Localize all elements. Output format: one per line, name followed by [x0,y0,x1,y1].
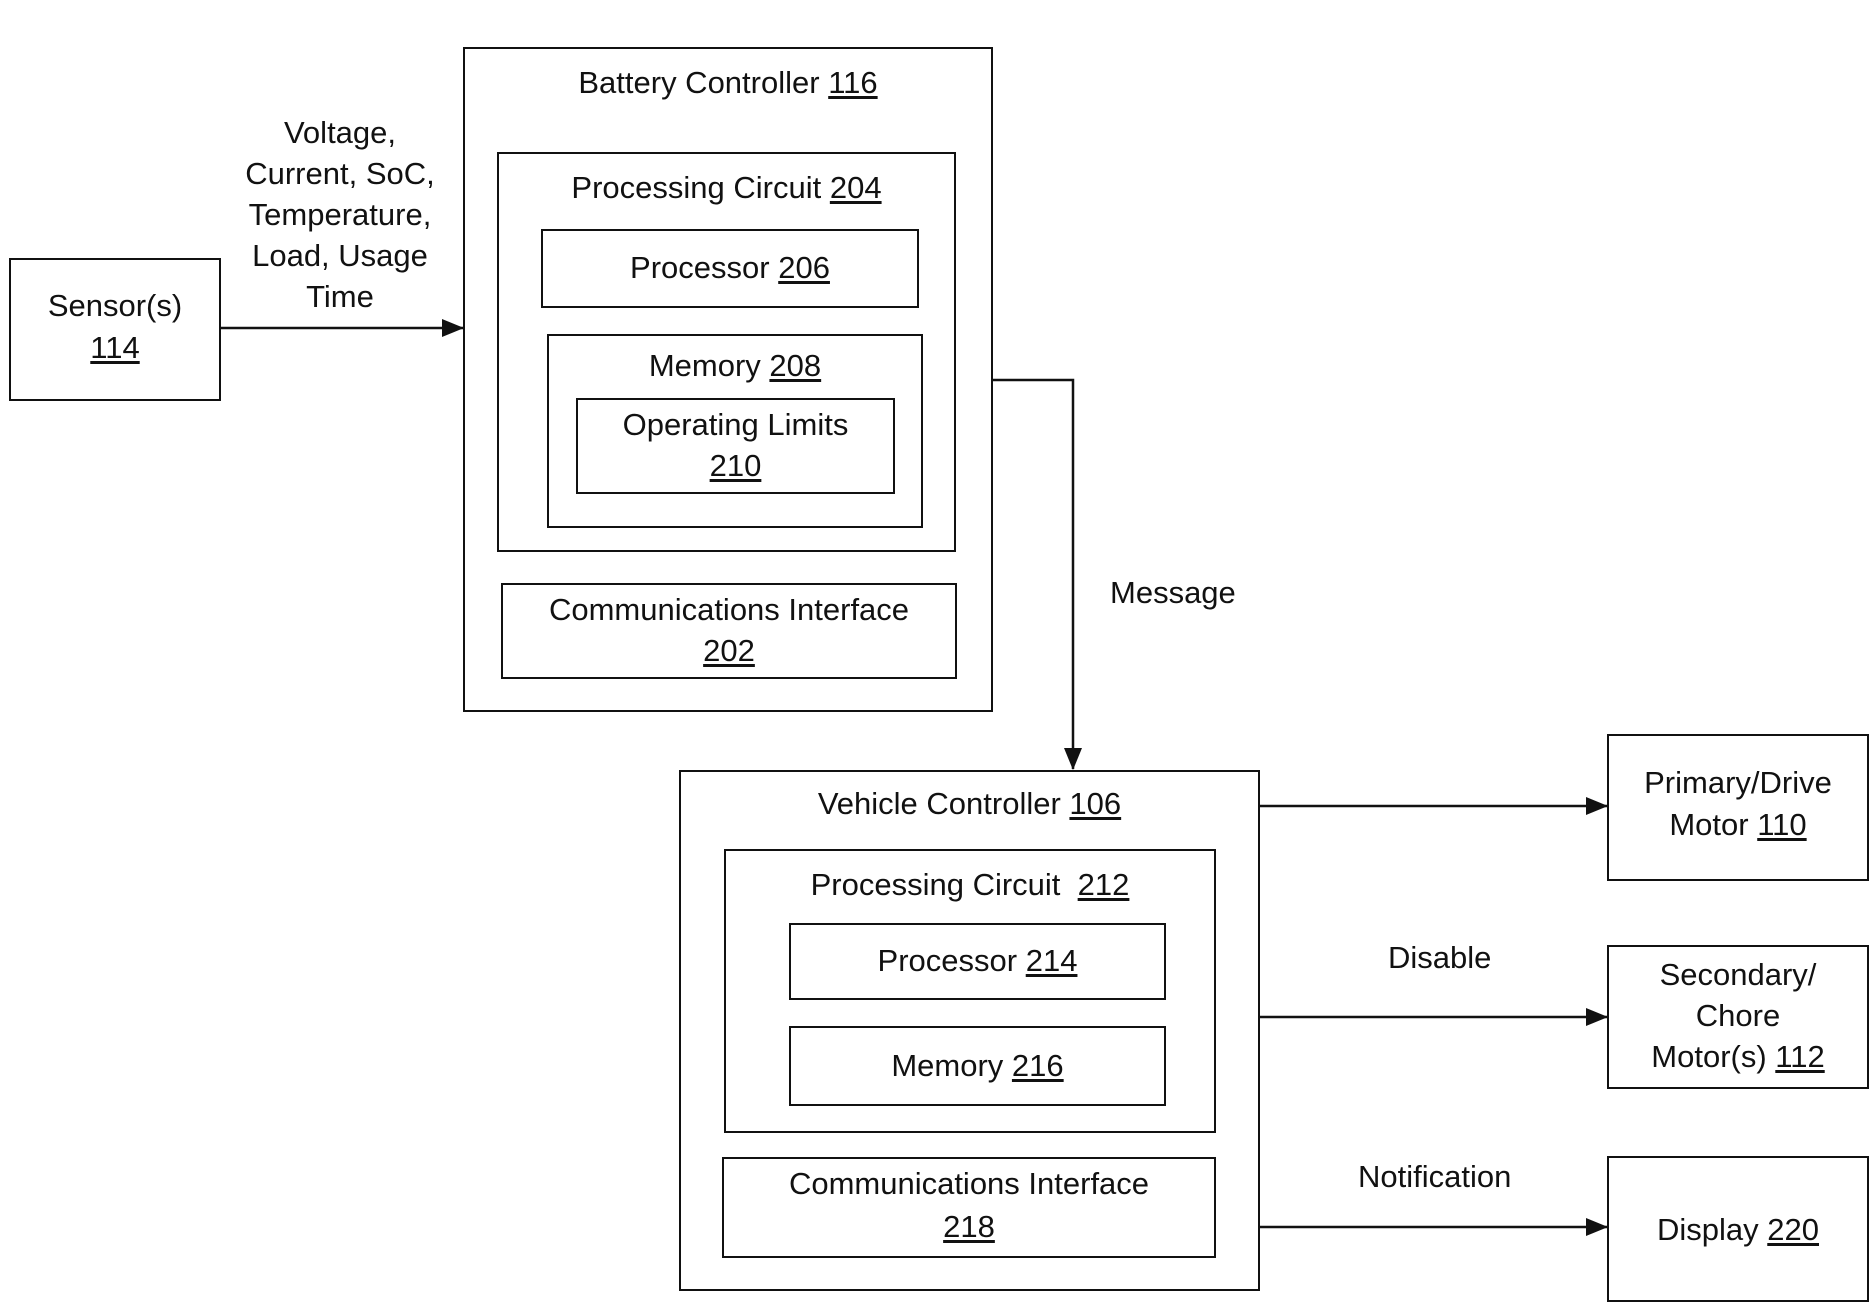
battery-comm-interface-title: Communications Interface [503,590,955,630]
primary-motor-box: Primary/Drive Motor 110 [1607,734,1869,881]
sensor-label: Sensor(s) [11,286,219,326]
vehicle-processor-box: Processor 214 [789,923,1166,1000]
vehicle-processing-circuit-title: Processing Circuit 212 [726,865,1214,905]
operating-limits-box: Operating Limits 210 [576,398,895,494]
disable-label: Disable [1388,938,1491,978]
secondary-motor-label-line1: Secondary/ [1609,955,1867,995]
display-box: Display 220 [1607,1156,1869,1302]
vehicle-memory-box: Memory 216 [789,1026,1166,1106]
battery-processor-box: Processor 206 [541,229,919,308]
message-label: Message [1110,573,1236,613]
sensor-box: Sensor(s) 114 [9,258,221,401]
secondary-motor-label-line2: Chore [1609,996,1867,1036]
battery-processor-title: Processor 206 [543,248,917,288]
operating-limits-title: Operating Limits [578,405,893,445]
battery-comm-interface-ref: 202 [703,633,755,668]
primary-motor-label-line2: Motor 110 [1609,805,1867,845]
display-label: Display 220 [1609,1210,1867,1250]
vehicle-comm-interface-title: Communications Interface [724,1164,1214,1204]
secondary-motor-label-line3: Motor(s) 112 [1609,1037,1867,1077]
message-arrow [992,380,1073,769]
vehicle-processor-title: Processor 214 [791,941,1164,981]
primary-motor-label-line1: Primary/Drive [1609,763,1867,803]
vehicle-controller-title: Vehicle Controller 106 [681,784,1258,824]
vehicle-comm-interface-ref: 218 [943,1209,995,1244]
battery-processing-circuit-title: Processing Circuit 204 [499,168,954,208]
sensor-ref: 114 [90,330,139,365]
battery-comm-interface-box: Communications Interface 202 [501,583,957,679]
secondary-motor-box: Secondary/ Chore Motor(s) 112 [1607,945,1869,1089]
vehicle-comm-interface-box: Communications Interface 218 [722,1157,1216,1258]
operating-limits-ref: 210 [710,448,762,483]
vehicle-memory-title: Memory 216 [791,1046,1164,1086]
battery-controller-title: Battery Controller 116 [465,63,991,103]
battery-memory-title: Memory 208 [549,346,921,386]
notification-label: Notification [1358,1157,1511,1197]
